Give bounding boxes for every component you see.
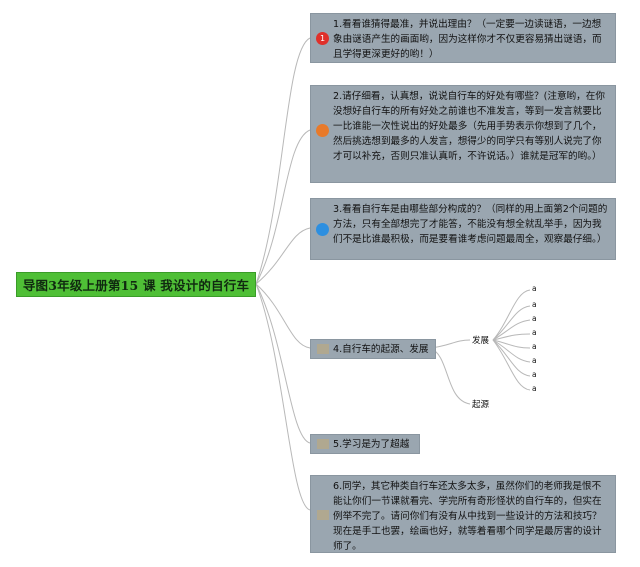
connector-develop-leaf8 [492, 339, 531, 391]
connector-develop-leaf2 [492, 305, 531, 341]
root-topic-label: 导图3年级上册第15 课 我设计的自行车 [22, 278, 250, 293]
connector-develop-leaf4 [492, 333, 531, 341]
topic-node-4-tag-icon [317, 344, 329, 354]
connector-root-node5 [255, 283, 311, 444]
priority-1-icon: 1 [316, 32, 329, 45]
connector-develop-leaf1 [492, 289, 531, 341]
leaf-item-5[interactable]: a [532, 342, 537, 351]
connector-root-node6 [255, 283, 311, 511]
connector-root-node1 [255, 37, 311, 285]
topic-node-5[interactable]: 5.学习是为了超越 [310, 434, 420, 454]
leaf-item-4[interactable]: a [532, 328, 537, 337]
connector-develop-leaf5 [492, 339, 531, 349]
leaf-item-8[interactable]: a [532, 384, 537, 393]
topic-node-1[interactable]: 1 1.看看谁猜得最准，并说出理由？（一定要一边读谜语，一边想象由谜语产生的画面… [310, 13, 616, 63]
connector-develop-leaf6 [492, 339, 531, 363]
topic-node-3[interactable]: 3.看看自行车是由哪些部分构成的？（同样的用上面第2个问题的方法，只有全部想完了… [310, 198, 616, 260]
connector-root-node4 [255, 283, 311, 349]
connector-root-node2 [255, 129, 311, 285]
connector-develop-leaf3 [492, 319, 531, 341]
leaf-item-3[interactable]: a [532, 314, 537, 323]
leaf-item-7[interactable]: a [532, 370, 537, 379]
leaf-item-1[interactable]: a [532, 284, 537, 293]
topic-node-4-text: 4.自行车的起源、发展 [333, 344, 429, 355]
topic-node-6-tag-icon [317, 510, 329, 520]
blue-dot-icon [316, 223, 329, 236]
topic-node-1-text: 1.看看谁猜得最准，并说出理由？（一定要一边读谜语，一边想象由谜语产生的画面哟，… [333, 19, 602, 60]
topic-node-3-text: 3.看看自行车是由哪些部分构成的？（同样的用上面第2个问题的方法，只有全部想完了… [333, 204, 608, 245]
topic-node-4[interactable]: 4.自行车的起源、发展 [310, 339, 436, 359]
connector-node4-origin [429, 347, 471, 405]
topic-node-6-text: 6.同学，其它种类自行车还太多太多，虽然你们的老师我是恨不能让你们一节课就看完、… [333, 481, 602, 552]
subtopic-develop[interactable]: 发展 [472, 336, 490, 346]
connector-develop-leaf7 [492, 339, 531, 377]
topic-node-5-text: 5.学习是为了超越 [333, 439, 410, 450]
connector-node4-develop [429, 339, 471, 349]
topic-node-6[interactable]: 6.同学，其它种类自行车还太多太多，虽然你们的老师我是恨不能让你们一节课就看完、… [310, 475, 616, 553]
leaf-item-6[interactable]: a [532, 356, 537, 365]
connector-root-node3 [255, 227, 311, 285]
leaf-item-2[interactable]: a [532, 300, 537, 309]
topic-node-2[interactable]: 2.请仔细看，认真想，说说自行车的好处有哪些？(注意哟，在你没想好自行车的所有好… [310, 85, 616, 183]
subtopic-origin[interactable]: 起源 [472, 400, 490, 410]
orange-dot-icon [316, 124, 329, 137]
topic-node-2-text: 2.请仔细看，认真想，说说自行车的好处有哪些？(注意哟，在你没想好自行车的所有好… [333, 91, 605, 162]
topic-node-5-tag-icon [317, 439, 329, 449]
root-topic[interactable]: 导图3年级上册第15 课 我设计的自行车 [16, 272, 256, 297]
